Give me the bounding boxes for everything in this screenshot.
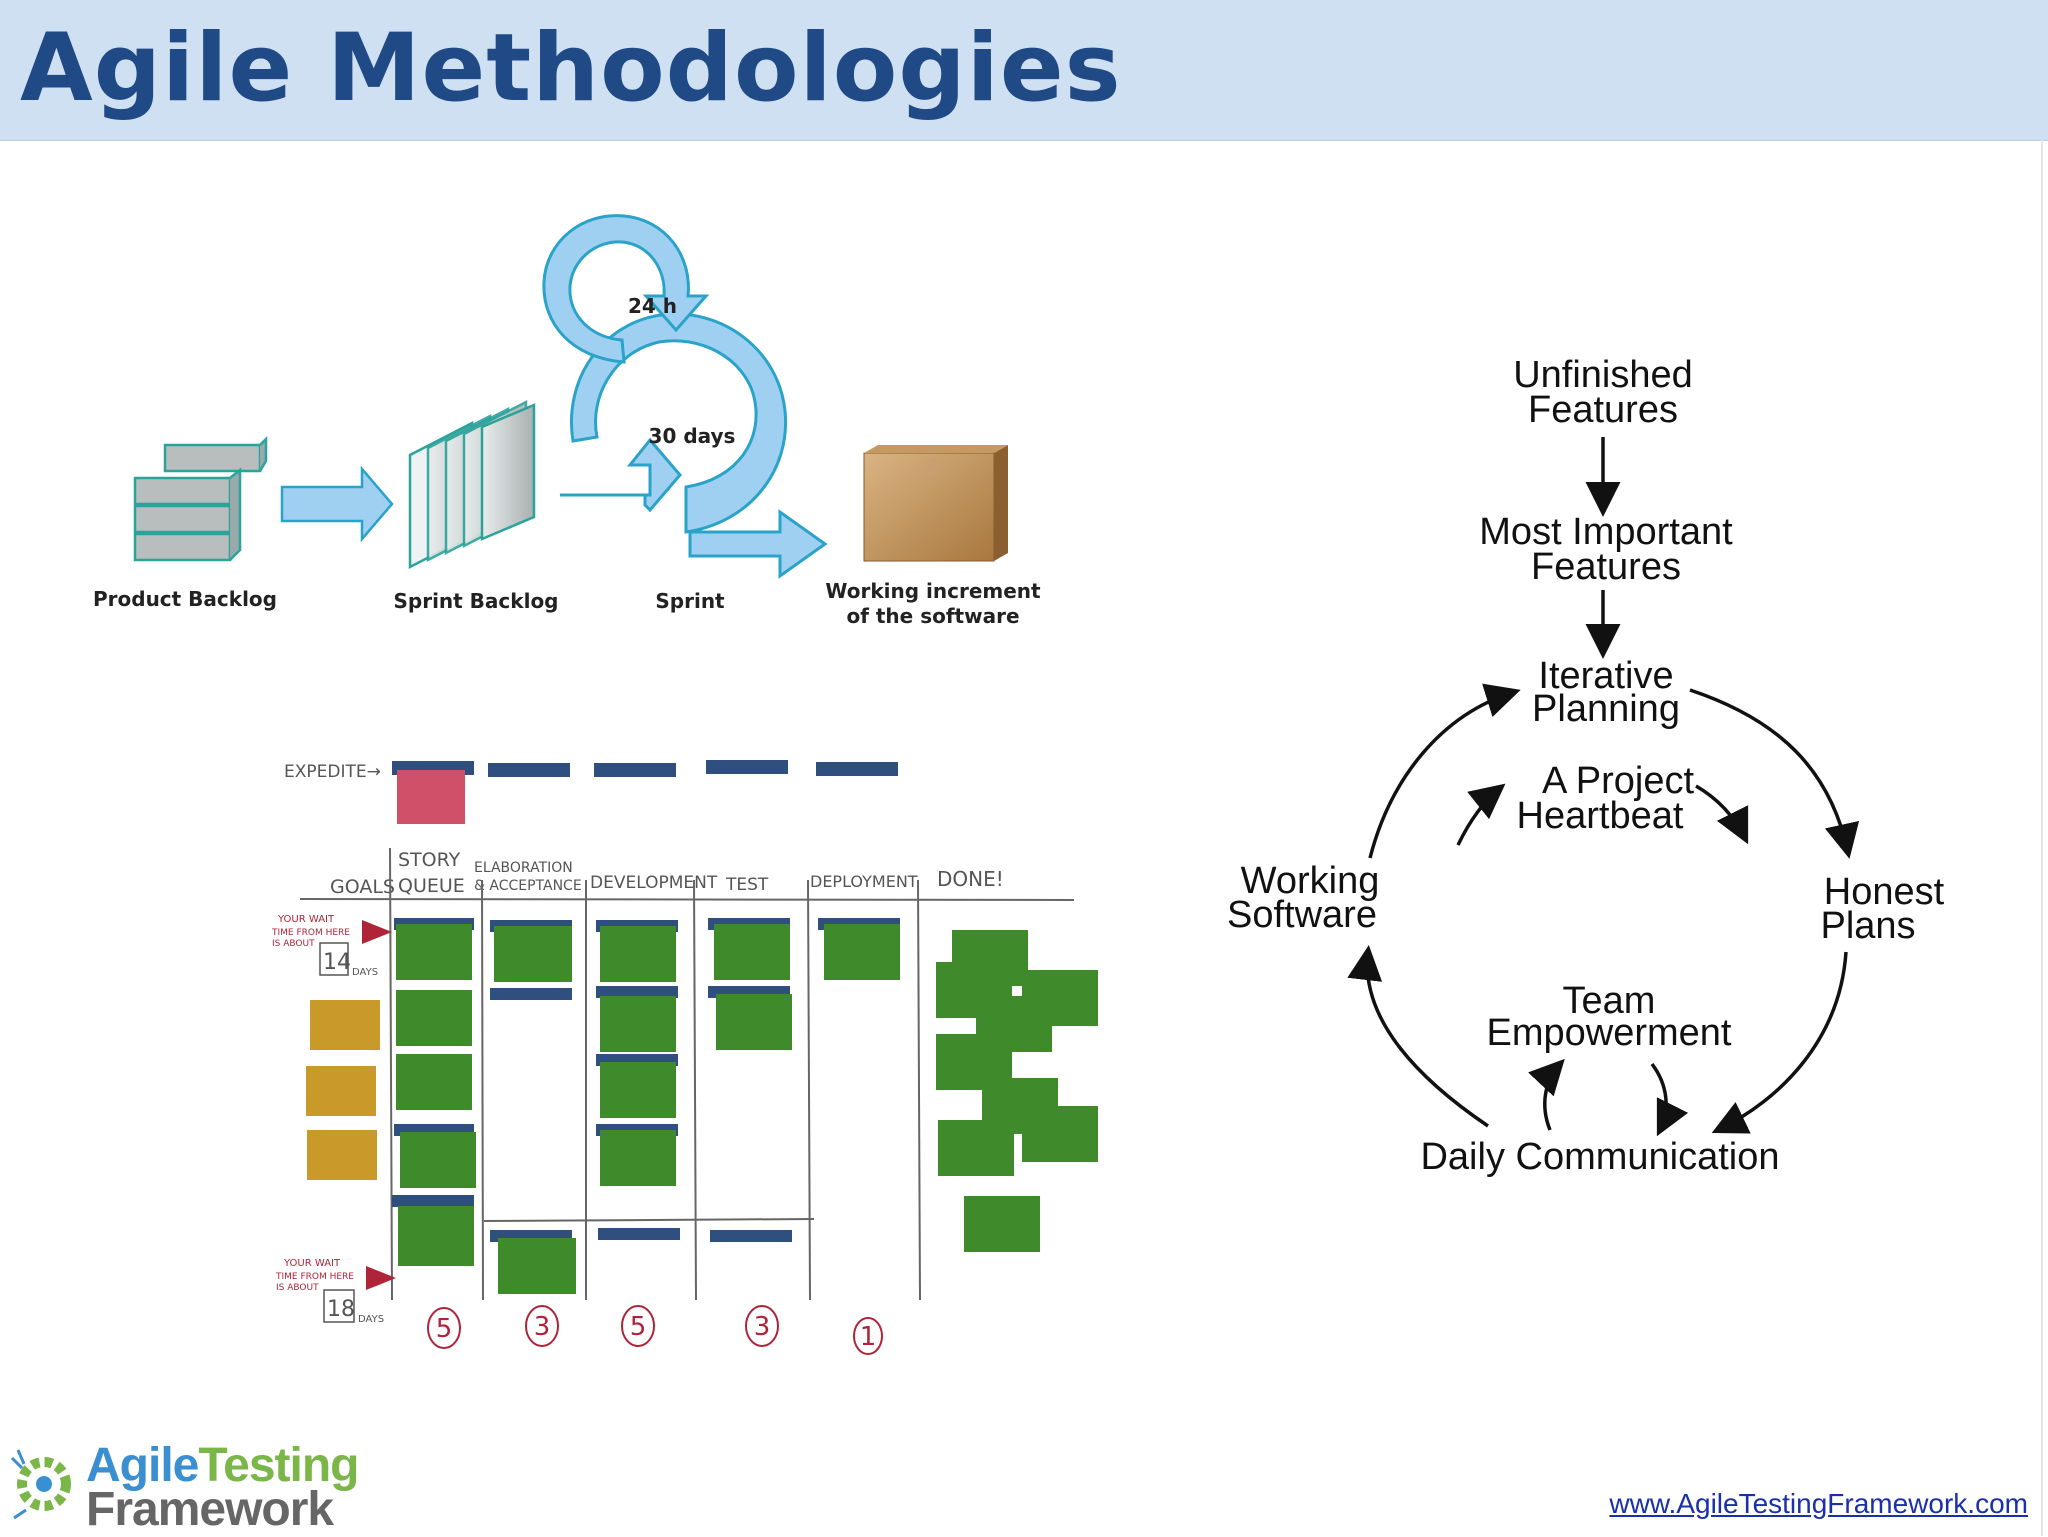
node-most-important-line2: Features xyxy=(1531,546,1681,588)
node-most-important-line1: Most Important xyxy=(1479,511,1733,553)
loop-label-24h: 24 h xyxy=(628,294,677,318)
wip-limit-deployment: 1 xyxy=(860,1322,877,1352)
svg-text:DAYS: DAYS xyxy=(358,1314,384,1325)
node-team-line1: Team xyxy=(1563,980,1656,1022)
logo-text-line2: Framework xyxy=(86,1483,334,1536)
sprint-backlog-icon xyxy=(408,399,536,570)
working-increment-box-icon xyxy=(863,445,1008,562)
node-honest-line2: Plans xyxy=(1820,905,1915,947)
svg-text:YOUR WAIT: YOUR WAIT xyxy=(277,914,335,925)
wait-time-note-top: YOUR WAIT TIME FROM HERE IS ABOUT 14 DAY… xyxy=(271,914,392,978)
node-heartbeat-line2: Heartbeat xyxy=(1517,795,1684,837)
expedite-card xyxy=(397,770,465,824)
stage-label-sprint-backlog: Sprint Backlog xyxy=(393,589,558,613)
board-grid-lines xyxy=(299,847,1075,1301)
node-iterative-line2: Planning xyxy=(1532,688,1680,730)
cycle-arrows xyxy=(1347,437,1860,1137)
flow-arrow-1 xyxy=(280,465,394,543)
node-unfinished-line1: Unfinished xyxy=(1513,354,1693,396)
svg-text:18: 18 xyxy=(327,1297,355,1322)
wip-limit-test: 3 xyxy=(754,1312,771,1342)
output-label-line1: Working increment xyxy=(825,579,1041,603)
kanban-board: EXPEDITE→ GOALS STORY QUEUE ELABORATION … xyxy=(271,760,1098,1355)
slide-edge-divider xyxy=(2041,140,2043,1536)
svg-text:DAYS: DAYS xyxy=(352,967,378,978)
logo-text-line1: AgileTesting xyxy=(86,1439,359,1492)
goal-cards xyxy=(306,1000,380,1180)
col-header-elab-2: & ACCEPTANCE xyxy=(474,878,582,894)
story-cards xyxy=(392,918,1098,1294)
col-header-done: DONE! xyxy=(937,867,1004,891)
col-header-story-1: STORY xyxy=(398,849,461,871)
sprint-cycle-icon xyxy=(542,214,828,579)
node-working-line1: Working xyxy=(1241,860,1380,902)
company-logo: AgileTesting Framework xyxy=(4,1438,359,1536)
svg-text:IS ABOUT: IS ABOUT xyxy=(272,939,315,949)
scrum-diagram: 24 h 30 days Product Backlog Sprint Back… xyxy=(93,214,1041,628)
col-header-story-2: QUEUE xyxy=(398,875,465,897)
node-unfinished-line2: Features xyxy=(1528,389,1678,431)
expedite-blockers xyxy=(392,760,898,777)
node-daily-communication: Daily Communication xyxy=(1420,1136,1779,1178)
col-header-elab-1: ELABORATION xyxy=(474,860,573,876)
wip-limit-story: 5 xyxy=(436,1314,453,1344)
output-label-line2: of the software xyxy=(846,604,1019,628)
slide-title: Agile Methodologies xyxy=(20,14,1122,123)
wip-limit-elaboration: 3 xyxy=(534,1312,551,1342)
node-iterative-line1: Iterative xyxy=(1538,655,1673,697)
planning-cycle-diagram: Unfinished Features Most Important Featu… xyxy=(1227,354,1945,1178)
svg-text:TIME FROM HERE: TIME FROM HERE xyxy=(271,928,350,938)
goals-header: GOALS xyxy=(330,876,395,898)
node-honest-line1: Honest xyxy=(1824,871,1945,913)
expedite-label: EXPEDITE→ xyxy=(284,762,381,782)
stage-label-product-backlog: Product Backlog xyxy=(93,587,277,611)
col-header-development: DEVELOPMENT xyxy=(590,873,718,893)
website-link[interactable]: www.AgileTestingFramework.com xyxy=(1609,1488,2028,1519)
col-header-test: TEST xyxy=(725,875,769,895)
title-bar: Agile Methodologies xyxy=(0,0,2048,141)
wait-time-note-bottom: YOUR WAIT TIME FROM HERE IS ABOUT 18 DAY… xyxy=(275,1258,396,1325)
node-working-line2: Software xyxy=(1227,894,1377,936)
wip-limit-development: 5 xyxy=(630,1312,647,1342)
stage-label-sprint: Sprint xyxy=(655,589,725,613)
svg-text:14: 14 xyxy=(323,950,351,975)
wip-limits xyxy=(427,1305,883,1355)
svg-text:TIME FROM HERE: TIME FROM HERE xyxy=(275,1272,354,1282)
node-team-line2: Empowerment xyxy=(1487,1012,1732,1054)
product-backlog-icon xyxy=(133,435,268,562)
svg-text:IS ABOUT: IS ABOUT xyxy=(276,1283,319,1293)
node-heartbeat-line1: A Project xyxy=(1542,760,1695,802)
gear-logo-icon xyxy=(10,1449,71,1520)
svg-text:YOUR WAIT: YOUR WAIT xyxy=(283,1258,341,1269)
loop-label-30-days: 30 days xyxy=(649,424,736,448)
col-header-deployment: DEPLOYMENT xyxy=(810,872,918,891)
